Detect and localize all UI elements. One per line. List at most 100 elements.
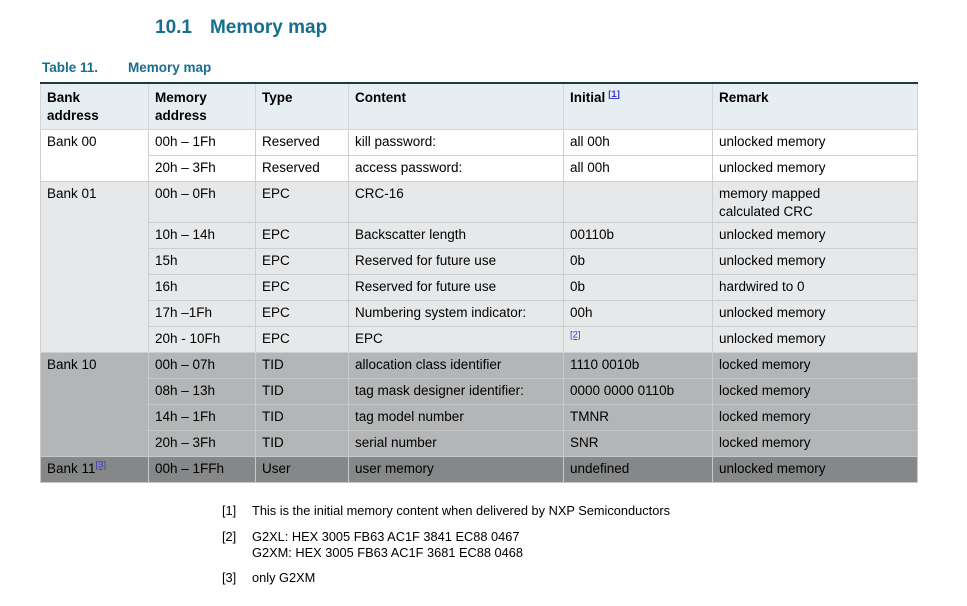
content-cell: Backscatter length [348, 222, 564, 250]
bank-cell-bank01: Bank 01 [40, 181, 149, 354]
remark-cell: unlocked memory [712, 129, 918, 157]
memory-address-cell: 10h – 14h [148, 222, 256, 250]
footnote-3: [3] only G2XM [222, 570, 967, 586]
content-cell: Numbering system indicator: [348, 300, 564, 328]
bank-cell-bank11: Bank 11[3] [40, 456, 149, 484]
initial-cell: 0000 0000 0110b [563, 378, 713, 406]
memory-address-cell: 15h [148, 248, 256, 276]
type-cell: User [255, 456, 349, 484]
content-cell: Reserved for future use [348, 274, 564, 302]
memory-address-cell: 20h – 3Fh [148, 155, 256, 183]
content-cell: kill password: [348, 129, 564, 157]
footnote-ref-2-link[interactable]: [2] [570, 329, 581, 341]
footnote-marker: [1] [222, 503, 237, 519]
table-caption: Table 11. Memory map [42, 60, 967, 75]
remark-cell: unlocked memory [712, 300, 918, 328]
content-cell: tag mask designer identifier: [348, 378, 564, 406]
table-caption-label: Table 11. [42, 60, 99, 75]
type-cell: EPC [255, 274, 349, 302]
col-header-bank-address: Bank address [40, 83, 149, 131]
type-cell: EPC [255, 300, 349, 328]
type-cell: Reserved [255, 129, 349, 157]
footnote-ref-3-link[interactable]: [3] [95, 459, 107, 471]
content-cell: tag model number [348, 404, 564, 432]
table-caption-title: Memory map [128, 60, 212, 75]
content-cell: access password: [348, 155, 564, 183]
type-cell: Reserved [255, 155, 349, 183]
initial-cell: 0b [563, 248, 713, 276]
table-row: 14h – 1Fh TID tag model number TMNR lock… [41, 404, 918, 432]
remark-cell: unlocked memory [712, 222, 918, 250]
memory-address-cell: 08h – 13h [148, 378, 256, 406]
type-cell: EPC [255, 222, 349, 250]
remark-cell: locked memory [712, 378, 918, 406]
table-row: 20h – 3Fh Reserved access password: all … [41, 155, 918, 183]
initial-cell: SNR [563, 430, 713, 458]
type-cell: TID [255, 404, 349, 432]
table-row: 20h - 10Fh EPC EPC [2] unlocked memory [41, 326, 918, 354]
section-title: Memory map [209, 17, 328, 38]
content-cell: user memory [348, 456, 564, 484]
table-row: Bank 11[3] 00h – 1FFh User user memory u… [40, 456, 918, 484]
footnote-ref-1-link[interactable]: [1] [608, 88, 620, 100]
table-row: 20h – 3Fh TID serial number SNR locked m… [41, 430, 918, 458]
footnote-text: only G2XM [252, 570, 316, 586]
memory-address-cell: 20h - 10Fh [148, 326, 256, 354]
initial-cell: all 00h [563, 155, 713, 183]
memory-address-cell: 14h – 1Fh [148, 404, 256, 432]
col-header-remark: Remark [712, 83, 918, 131]
initial-cell: 00h [563, 300, 713, 328]
remark-cell: unlocked memory [712, 248, 918, 276]
footnote-text: This is the initial memory content when … [252, 503, 670, 519]
table-row: 08h – 13h TID tag mask designer identifi… [41, 378, 918, 406]
section-number: 10.1 [155, 17, 192, 38]
remark-cell: locked memory [712, 352, 918, 380]
memory-address-cell: 00h – 1FFh [148, 456, 256, 484]
col-header-type: Type [255, 83, 349, 131]
footnotes-section: [1] This is the initial memory content w… [222, 503, 967, 587]
remark-cell: locked memory [712, 430, 918, 458]
remark-cell: unlocked memory [712, 456, 918, 484]
content-cell: EPC [348, 326, 564, 354]
memory-address-cell: 00h – 0Fh [148, 181, 256, 224]
col-header-content: Content [348, 83, 564, 131]
memory-address-cell: 17h –1Fh [148, 300, 256, 328]
remark-cell: memory mapped calculated CRC [712, 181, 918, 224]
memory-address-cell: 16h [148, 274, 256, 302]
type-cell: TID [255, 430, 349, 458]
memory-address-cell: 00h – 1Fh [148, 129, 256, 157]
remark-cell: locked memory [712, 404, 918, 432]
footnote-2: [2] G2XL: HEX 3005 FB63 AC1F 3841 EC88 0… [222, 529, 967, 562]
memory-address-cell: 00h – 07h [148, 352, 256, 380]
initial-cell: undefined [563, 456, 713, 484]
footnote-marker: [2] [222, 528, 237, 544]
content-cell: serial number [348, 430, 564, 458]
initial-cell: 1110 0010b [563, 352, 713, 380]
type-cell: EPC [255, 326, 349, 354]
bank-cell-bank10: Bank 10 [40, 352, 149, 458]
initial-cell: TMNR [563, 404, 713, 432]
col-header-initial: Initial[1] [563, 83, 713, 131]
section-heading: 10.1 Memory map [155, 0, 967, 39]
initial-cell: 0b [563, 274, 713, 302]
footnote-1: [1] This is the initial memory content w… [222, 503, 967, 519]
table-row: Bank 00 00h – 1Fh Reserved kill password… [40, 129, 918, 183]
table-header-row: Bank address Memory address Type Content… [40, 83, 918, 131]
type-cell: TID [255, 378, 349, 406]
initial-cell: all 00h [563, 129, 713, 157]
content-cell: Reserved for future use [348, 248, 564, 276]
memory-address-cell: 20h – 3Fh [148, 430, 256, 458]
remark-cell: hardwired to 0 [712, 274, 918, 302]
remark-cell: unlocked memory [712, 155, 918, 183]
initial-cell: [2] [563, 326, 713, 354]
col-header-memory-address: Memory address [148, 83, 256, 131]
remark-cell: unlocked memory [712, 326, 918, 354]
memory-map-table: Bank address Memory address Type Content… [40, 82, 918, 484]
table-row: 15h EPC Reserved for future use 0b unloc… [41, 248, 918, 276]
footnote-marker: [3] [222, 570, 237, 586]
type-cell: EPC [255, 248, 349, 276]
table-row: 16h EPC Reserved for future use 0b hardw… [41, 274, 918, 302]
type-cell: EPC [255, 181, 349, 224]
content-cell: CRC-16 [348, 181, 564, 224]
